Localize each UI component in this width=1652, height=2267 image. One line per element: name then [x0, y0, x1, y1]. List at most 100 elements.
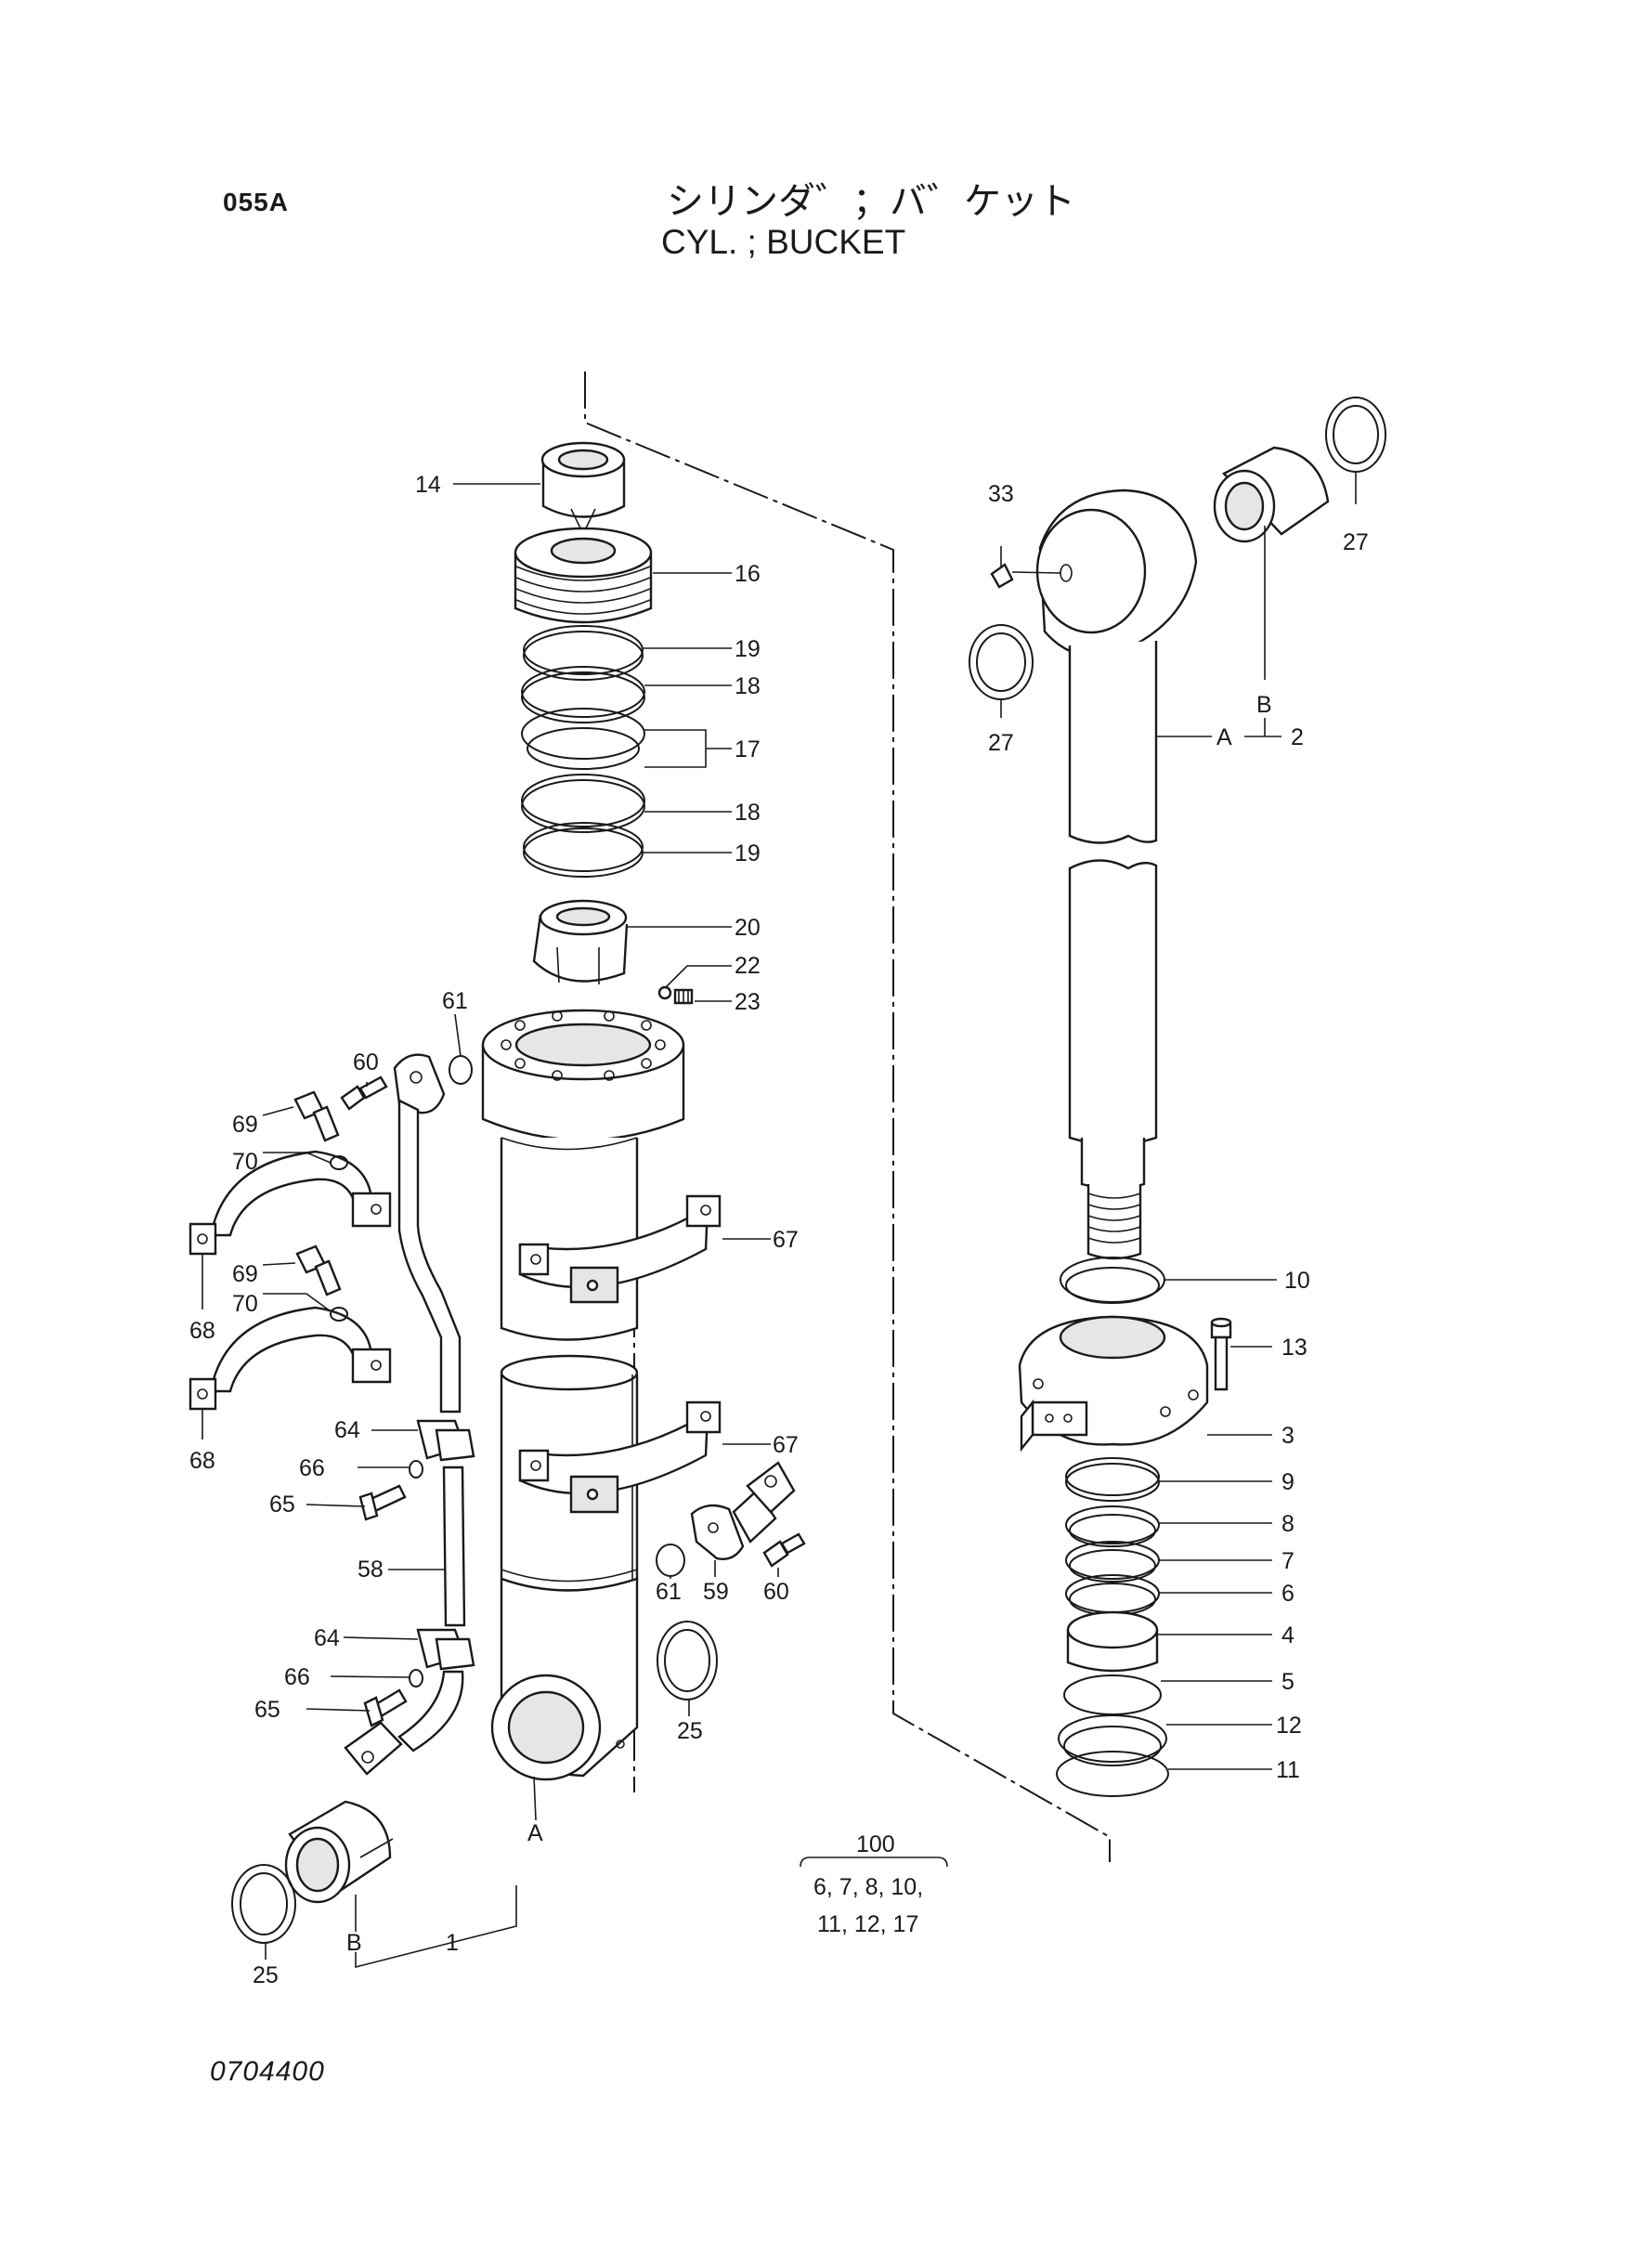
callout-18b: 18	[735, 800, 761, 826]
callout-11: 11	[1276, 1757, 1300, 1783]
callout-20: 20	[735, 915, 761, 941]
callout-64a: 64	[334, 1417, 360, 1443]
callout-61a: 61	[442, 988, 468, 1014]
callout-65a: 65	[269, 1492, 295, 1518]
part-66-o-ring-lower	[409, 1669, 423, 1687]
part-60-bolt-upper	[340, 1075, 388, 1111]
callout-60a: 60	[353, 1049, 379, 1075]
callout-70a: 70	[232, 1149, 258, 1175]
callout-18a: 18	[735, 673, 761, 699]
callout-68a: 68	[189, 1318, 215, 1344]
part-3-rod-cover	[1018, 1315, 1209, 1453]
callout-61b: 61	[656, 1579, 682, 1605]
part-23-set-screw	[673, 988, 694, 1005]
part-67-band-upper	[518, 1194, 722, 1304]
callout-16: 16	[735, 561, 761, 587]
part-bushing-b-right	[1213, 446, 1330, 543]
part-25-dust-seal-left	[231, 1864, 296, 1944]
lower-pipe-elbow	[344, 1670, 464, 1776]
seal-ring-stack-lower	[1056, 1457, 1169, 1797]
seal-kit-callout: 100 6, 7, 8, 10, 11, 12, 17	[813, 1831, 923, 1937]
callout-3: 3	[1281, 1423, 1294, 1449]
callout-9: 9	[1281, 1469, 1294, 1495]
part-16-threaded-gland	[514, 527, 653, 624]
part-14-wiper-cap	[540, 441, 626, 536]
callout-labels: 14 16 19 18 17 18 19 20 22 23 61 60 69 7…	[189, 472, 1369, 1988]
leader-lines	[202, 472, 1357, 1969]
piston-rod-upper	[1068, 641, 1158, 844]
callout-25b: 25	[253, 1962, 279, 1988]
callout-23: 23	[735, 989, 761, 1015]
callout-67a: 67	[773, 1227, 799, 1253]
kit-contents-line1: 6, 7, 8, 10,	[813, 1874, 923, 1900]
callout-59: 59	[703, 1579, 729, 1605]
part-22-steel-ball	[657, 985, 672, 1000]
callout-2: 2	[1291, 724, 1304, 750]
piston-rod-lower	[1068, 859, 1158, 1260]
callout-66a: 66	[299, 1455, 325, 1481]
seal-ring-stack-upper	[521, 625, 645, 878]
callout-A1: A	[527, 1820, 543, 1846]
callout-7: 7	[1281, 1548, 1294, 1574]
callout-27a: 27	[988, 730, 1014, 756]
callout-25a: 25	[677, 1718, 703, 1744]
upper-pipe-elbow	[393, 1053, 446, 1114]
callout-4: 4	[1281, 1622, 1294, 1648]
hydraulic-pipe-upper	[397, 1099, 462, 1414]
part-67-band-lower	[518, 1401, 722, 1514]
piston-rod-eye	[1035, 489, 1198, 658]
page-code: 055A	[223, 188, 289, 216]
callout-17: 17	[735, 736, 761, 762]
title-english: CYL. ; BUCKET	[661, 223, 906, 261]
callout-58: 58	[358, 1557, 384, 1583]
part-13-socket-bolt	[1210, 1317, 1232, 1391]
callout-69b: 69	[232, 1261, 258, 1287]
callout-67b: 67	[773, 1432, 799, 1458]
part-65-bolt-upper	[358, 1484, 407, 1521]
callout-8: 8	[1281, 1511, 1294, 1537]
title-japanese: シリンダ゛；バ゛ケット	[667, 181, 1075, 222]
part-27-seal-right	[1325, 397, 1386, 473]
callout-1: 1	[446, 1930, 459, 1956]
callout-13: 13	[1281, 1335, 1307, 1361]
callout-33: 33	[988, 481, 1014, 507]
callout-70b: 70	[232, 1291, 258, 1317]
callout-65b: 65	[254, 1697, 280, 1723]
callout-27b: 27	[1343, 529, 1369, 555]
callout-22: 22	[735, 953, 761, 979]
part-66-o-ring-upper	[409, 1460, 423, 1479]
part-10-ring	[1060, 1257, 1165, 1304]
callout-10: 10	[1284, 1268, 1310, 1294]
part-61-o-ring-upper	[449, 1055, 473, 1085]
callout-12: 12	[1276, 1713, 1302, 1739]
callout-68b: 68	[189, 1448, 215, 1474]
part-68-saddle-upper	[189, 1150, 392, 1256]
callout-60b: 60	[763, 1579, 789, 1605]
callout-19a: 19	[735, 636, 761, 662]
cylinder-bottom-eye	[490, 1577, 639, 1781]
callout-64b: 64	[314, 1625, 340, 1651]
part-bushing-b-left	[284, 1800, 392, 1904]
callout-6: 6	[1281, 1581, 1294, 1607]
part-59-flange-connector	[690, 1461, 796, 1560]
part-70-washer-lower	[330, 1307, 348, 1322]
callout-19b: 19	[735, 840, 761, 866]
callout-69a: 69	[232, 1112, 258, 1138]
drawing-number: 0704400	[210, 2056, 325, 2087]
part-68-saddle-lower	[189, 1306, 392, 1411]
part-27-seal-left-of-eye	[969, 624, 1034, 700]
part-69-bolt-upper	[293, 1090, 340, 1142]
part-65-bolt-lower	[363, 1688, 408, 1727]
part-61-o-ring-lower	[656, 1544, 685, 1577]
part-20-piston-nut	[532, 899, 629, 984]
part-64-block-upper	[416, 1419, 475, 1462]
kit-number: 100	[856, 1831, 895, 1857]
callout-B1: B	[346, 1930, 362, 1956]
callout-5: 5	[1281, 1669, 1294, 1695]
part-60-bolt-lower	[762, 1532, 806, 1568]
callout-66b: 66	[284, 1664, 310, 1690]
kit-contents-line2: 11, 12, 17	[817, 1911, 918, 1937]
part-58-pipe-lower	[442, 1466, 466, 1627]
